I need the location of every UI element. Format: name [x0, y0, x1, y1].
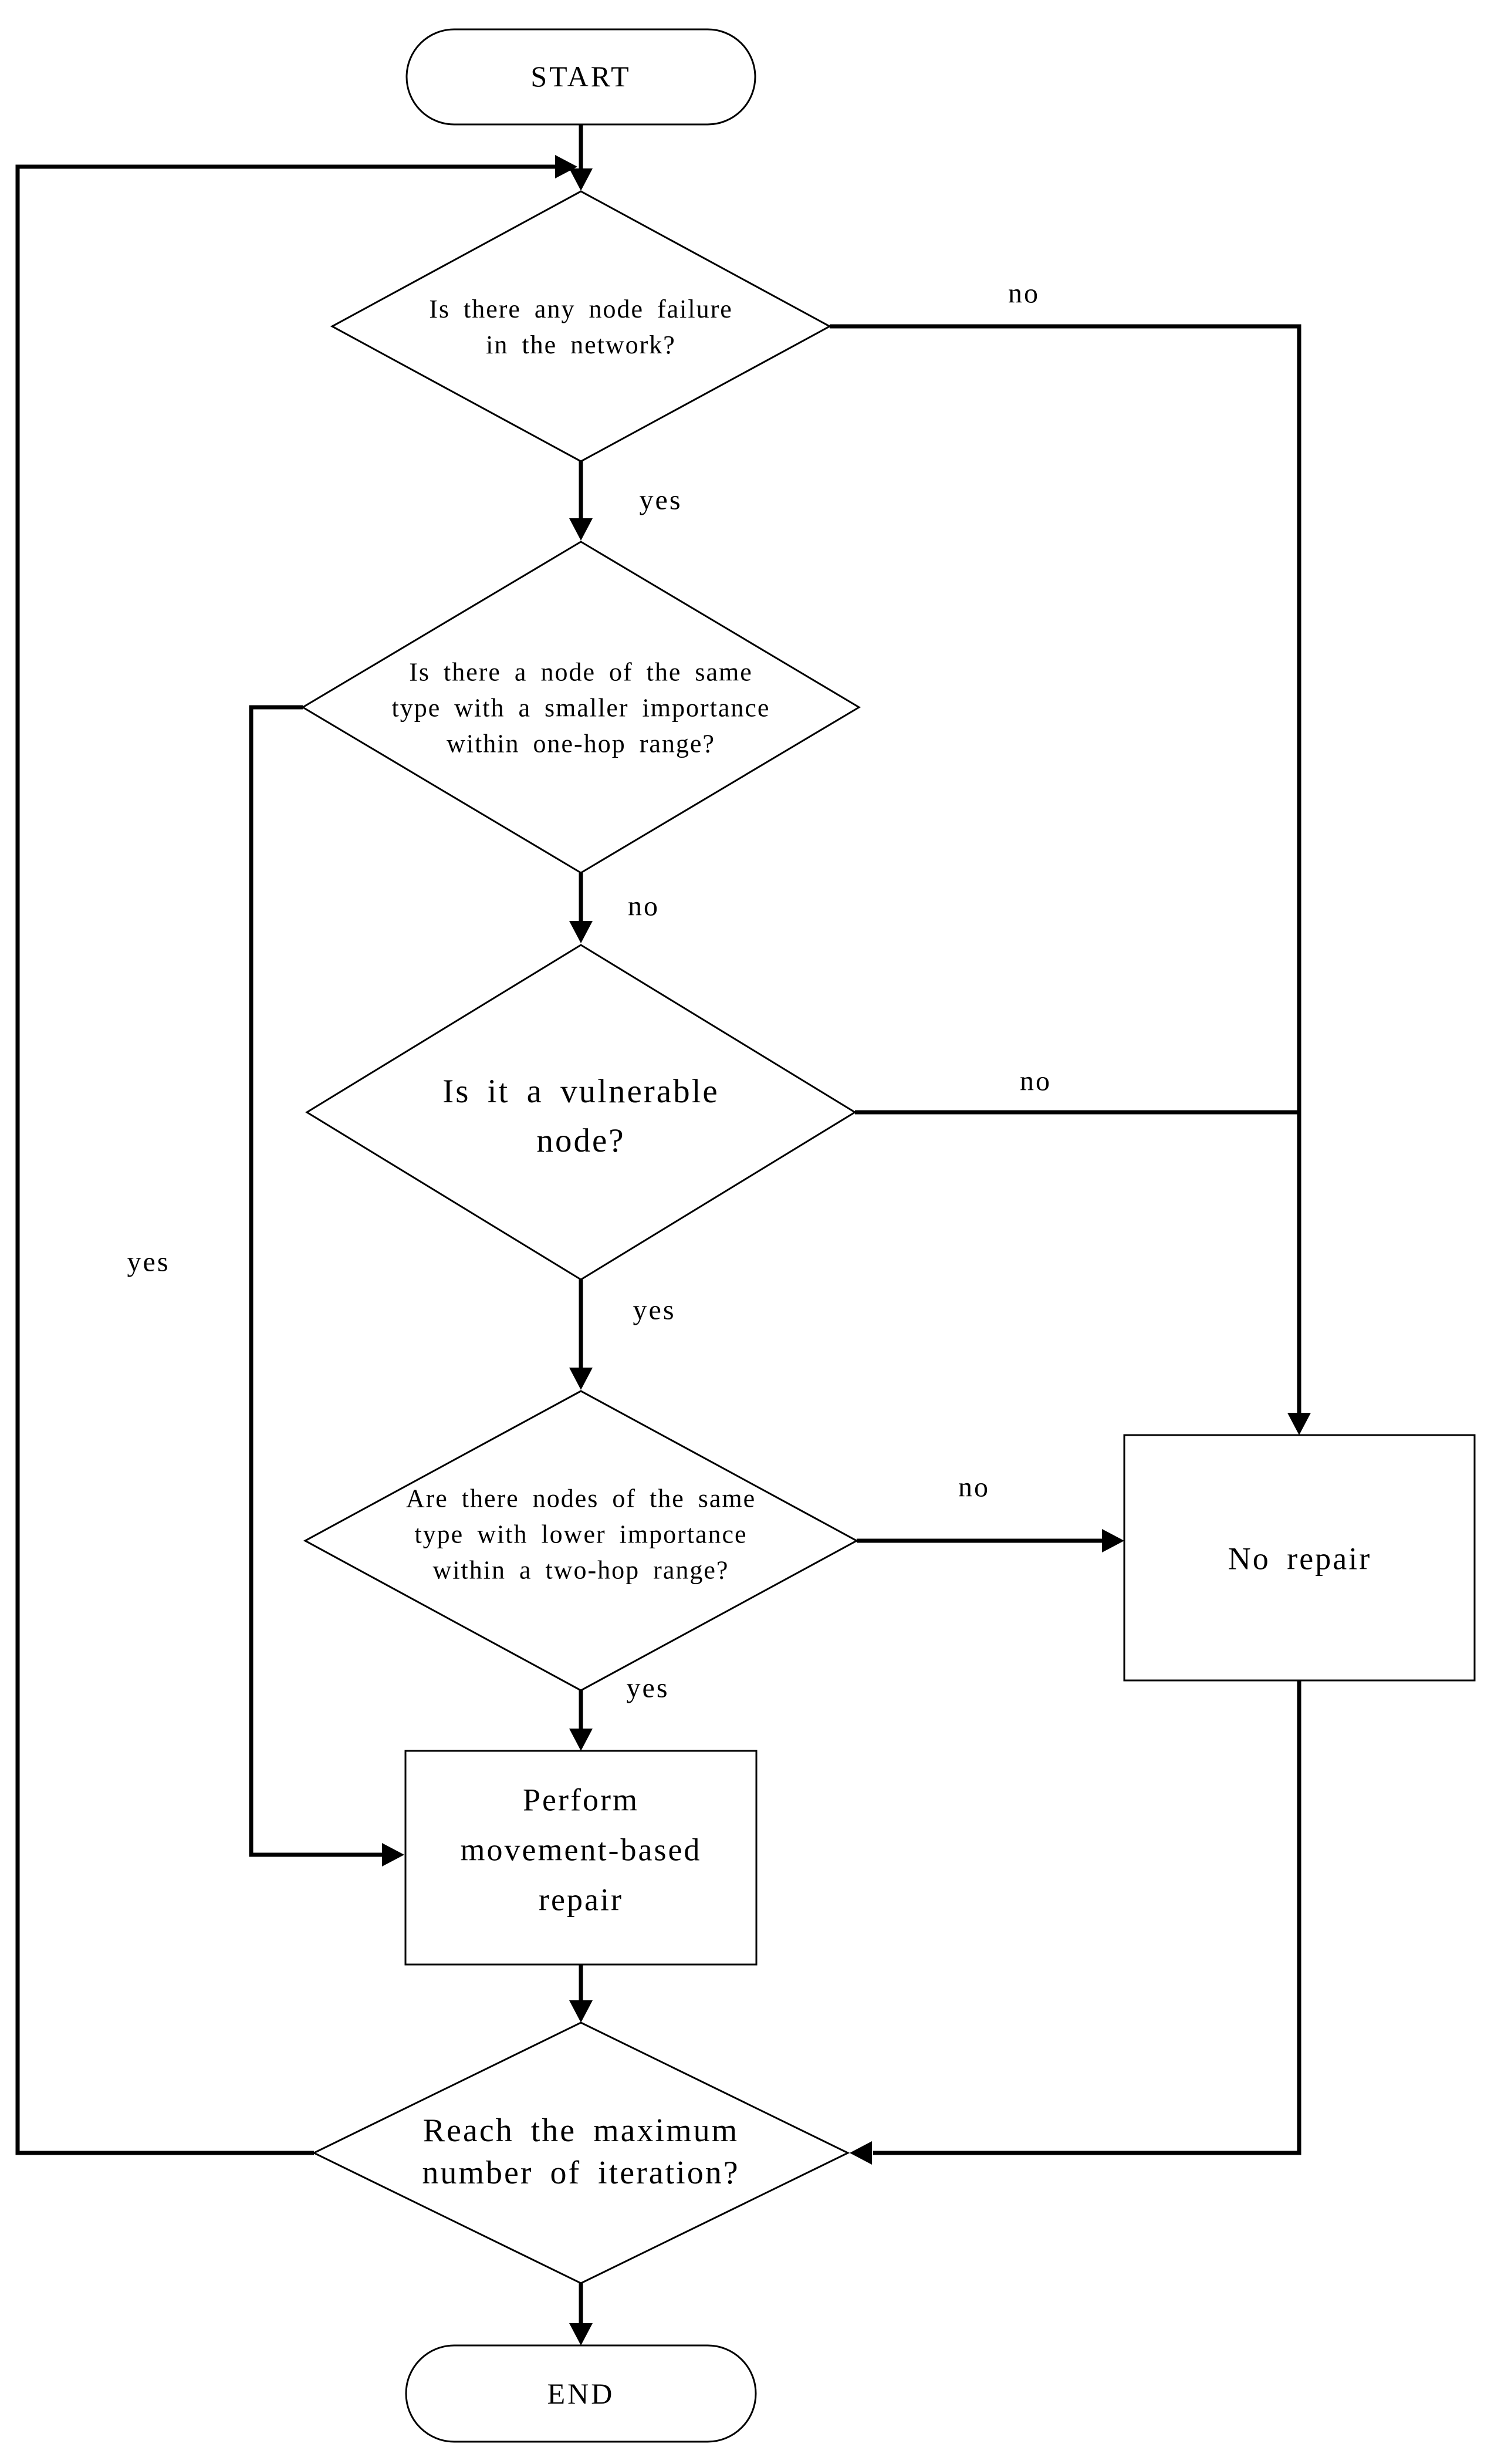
edge-label-onehop-yes: yes: [127, 1246, 170, 1278]
arrowhead-into-onehop: [569, 518, 593, 541]
edge-label-failure-no: no: [1008, 278, 1040, 309]
edge-label-twohop-no: no: [958, 1471, 990, 1503]
decision-max-iteration-shape: [312, 2021, 850, 2284]
arrowhead-into-perform-left: [382, 1843, 404, 1866]
edge-iteration-loop-left: [15, 164, 557, 2155]
decision-vulnerable-label: Is it a vulnerable node?: [442, 1073, 719, 1159]
process-movement-repair-label: Perform movement-based repair: [460, 1782, 702, 1918]
decision-max-iteration-label: Reach the maximum number of iteration?: [422, 2112, 740, 2191]
edge-norepair-to-iteration: [873, 1680, 1301, 2155]
start-node-label: START: [530, 60, 631, 93]
arrowhead-into-perform-top: [569, 1729, 593, 1751]
decision-vulnerable-shape: [305, 944, 857, 1281]
decision-one-hop-label: Is there a node of the same type with a …: [391, 657, 770, 758]
edge-label-failure-yes: yes: [639, 484, 682, 516]
arrowhead-into-twohop: [569, 1368, 593, 1390]
end-node-label: END: [547, 2377, 615, 2410]
arrowhead-into-norepair-left: [1102, 1529, 1124, 1552]
arrowhead-into-vulnerable: [569, 921, 593, 943]
arrowhead-into-iteration-top: [569, 2000, 593, 2023]
edge-label-twohop-yes: yes: [626, 1672, 670, 1704]
end-node-shape: [405, 2344, 757, 2443]
arrowhead-into-norepair-top: [1287, 1413, 1311, 1435]
edge-label-vulnerable-no: no: [1020, 1065, 1052, 1097]
decision-one-hop-shape: [301, 541, 861, 874]
start-node-shape: [405, 28, 756, 126]
decision-two-hop-label: Are there nodes of the same type with lo…: [405, 1484, 756, 1585]
edge-failure-no: [830, 324, 1301, 1415]
process-no-repair-shape: [1123, 1434, 1476, 1682]
arrowhead-loop-into-junction: [555, 155, 577, 178]
decision-two-hop-shape: [303, 1390, 859, 1692]
edge-label-onehop-no: no: [628, 890, 660, 922]
edge-label-vulnerable-yes: yes: [633, 1294, 676, 1326]
arrowhead-into-iteration-right: [850, 2141, 872, 2165]
edge-onehop-yes: [249, 705, 383, 1857]
process-movement-repair-shape: [404, 1750, 758, 1966]
process-no-repair-label: No repair: [1228, 1541, 1372, 1577]
arrowhead-into-failure: [569, 168, 593, 191]
arrowhead-into-end: [569, 2323, 593, 2345]
decision-node-failure-label: Is there any node failure in the network…: [429, 295, 733, 359]
decision-node-failure-shape: [330, 190, 832, 463]
